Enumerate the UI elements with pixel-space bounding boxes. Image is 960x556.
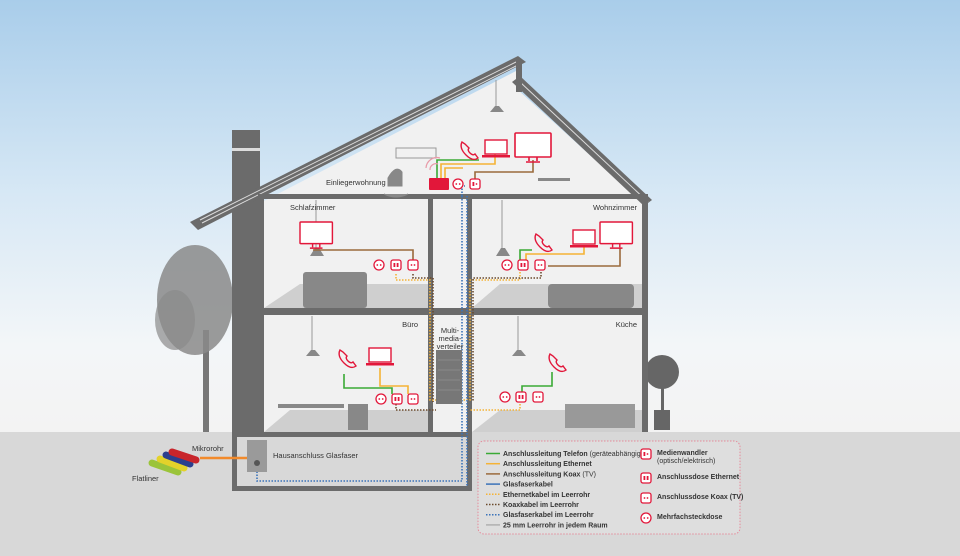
legend-symbol-item: Medienwandler(optisch/elektrisch) [640, 448, 715, 465]
tree-left [155, 245, 233, 432]
laptop-icon [482, 139, 510, 158]
ethernet-socket-icon [640, 472, 652, 484]
legend-line-label: Anschlussleitung Koax (TV) [503, 471, 596, 478]
phone-icon [534, 232, 553, 253]
shelf [395, 147, 437, 159]
coax-socket-icon [407, 259, 419, 271]
phone-icon [548, 352, 567, 373]
wifi-icon [425, 156, 441, 171]
room-label-buero: Büro [402, 320, 418, 329]
kitchen-counter [565, 404, 635, 428]
coax-socket-icon [407, 393, 419, 405]
media-converter-icon [640, 448, 652, 460]
legend-line-item: Glasfaserkabel [486, 482, 553, 489]
chimney [232, 130, 260, 432]
media-converter-icon [469, 178, 481, 190]
legend-symbol-item: Anschlussdose Koax (TV) [640, 492, 743, 504]
tv-icon [299, 221, 334, 249]
legend-line-label: Koaxkabel im Leerrohr [503, 502, 579, 509]
mikrorohr-label: Mikrorohr [192, 444, 224, 453]
ethernet-socket-icon [515, 391, 527, 403]
legend-line-suffix: (geräteabhängig) [590, 451, 643, 458]
drawer [348, 404, 368, 430]
tv-icon [599, 221, 634, 249]
multimedia-distributor-cabinet [436, 350, 462, 404]
table [538, 178, 570, 181]
ethernet-socket-icon [390, 259, 402, 271]
room-label-einliegerwohnung: Einliegerwohnung [326, 178, 386, 187]
flatliner-label: Flatliner [132, 474, 159, 483]
coax-socket-icon [640, 492, 652, 504]
phone-icon [338, 348, 357, 369]
legend-line-label: 25 mm Leerrohr in jedem Raum [503, 522, 608, 529]
flatliner-tubes [148, 448, 200, 476]
legend-line-item: 25 mm Leerrohr in jedem Raum [486, 522, 608, 529]
legend: Anschlussleitung Telefon (geräteabhängig… [477, 440, 743, 535]
furniture [278, 106, 635, 430]
router-icon [429, 178, 449, 190]
coax-socket-icon [534, 259, 546, 271]
power-socket-icon [373, 259, 385, 271]
legend-line-item: Anschlussleitung Ethernet [486, 461, 592, 468]
power-socket-icon [499, 391, 511, 403]
room-label-schlafzimmer: Schlafzimmer [290, 203, 336, 212]
room-label-kueche: Küche [616, 320, 637, 329]
bed [303, 272, 367, 308]
legend-symbol-sublabel: (optisch/elektrisch) [657, 458, 715, 465]
laptop-icon [366, 347, 394, 366]
basement-label: Hausanschluss Glasfaser [273, 451, 359, 460]
legend-line-label: Anschlussleitung Ethernet [503, 461, 592, 468]
legend-line-item: Koaxkabel im Leerrohr [486, 502, 579, 509]
legend-line-item: Anschlussleitung Telefon (geräteabhängig… [486, 451, 643, 458]
legend-symbol-label: Anschlussdose Ethernet [657, 474, 740, 481]
lamp [310, 248, 324, 256]
legend-line-label: Glasfaserkabel [503, 482, 553, 489]
legend-line-suffix: (TV) [582, 471, 596, 478]
rocking-chair [383, 168, 409, 198]
legend-symbol-item: Mehrfachsteckdose [640, 512, 722, 524]
distributor-label-2: media- [439, 334, 462, 343]
distributor-label-1: Multi- [441, 326, 460, 335]
legend-line-label: Glasfaserkabel im Leerrohr [503, 512, 594, 519]
room-label-wohnzimmer: Wohnzimmer [593, 203, 638, 212]
distributor-label-3: verteiler [437, 342, 464, 351]
device-icons [299, 132, 634, 405]
legend-symbol-item: Anschlussdose Ethernet [640, 472, 740, 484]
power-socket-icon [452, 178, 464, 190]
legend-symbol-label: Mehrfachsteckdose [657, 514, 722, 521]
ethernet-socket-icon [391, 393, 403, 405]
legend-line-item: Ethernetkabel im Leerrohr [486, 492, 590, 499]
legend-line-label: Ethernetkabel im Leerrohr [503, 492, 590, 499]
legend-line-item: Anschlussleitung Koax (TV) [486, 471, 596, 478]
walls [232, 194, 648, 491]
tv-icon [514, 132, 552, 163]
power-socket-icon [501, 259, 513, 271]
legend-symbol-label: Anschlussdose Koax (TV) [657, 494, 743, 501]
power-socket-icon [375, 393, 387, 405]
legend-symbol-label: Medienwandler [657, 450, 708, 457]
phone-icon [460, 140, 479, 161]
legend-line-label: Anschlussleitung Telefon (geräteabhängig… [503, 451, 643, 458]
ethernet-socket-icon [517, 259, 529, 271]
sofa [548, 284, 634, 308]
power-socket-icon [640, 512, 652, 524]
coax-socket-icon [532, 391, 544, 403]
fiber-connection-box [247, 440, 267, 472]
potted-tree [645, 355, 679, 430]
desk [278, 404, 344, 408]
legend-line-item: Glasfaserkabel im Leerrohr [486, 512, 594, 519]
house-interior [262, 70, 645, 432]
laptop-icon [570, 229, 598, 248]
